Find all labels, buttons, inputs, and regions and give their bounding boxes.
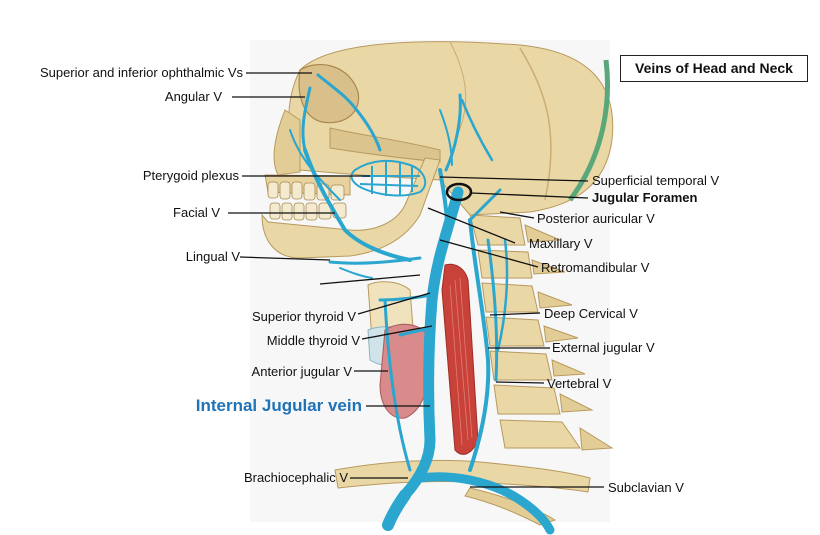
superficial-temporal-vein [444,93,462,172]
label-posterior-auricular: Posterior auricular V [537,211,655,226]
internal-jugular-vein [399,186,464,501]
label-anterior-jugular: Anterior jugular V [251,364,352,379]
label-deep-cervical: Deep Cervical V [544,306,638,321]
ophthalmic-vein [316,73,382,152]
leader-line [357,292,431,315]
middle-thyroid-vein [398,326,434,337]
brachiocephalic-vein [382,489,411,531]
external-jugular-vein [468,218,491,472]
anterior-jugular-vein [383,298,412,472]
label-facial: Facial V [173,205,220,220]
vertebral-vein [486,238,499,382]
leader-line [239,256,331,261]
label-subclavian: Subclavian V [608,480,684,495]
leader-line [361,325,433,340]
cervical-spine [469,214,581,449]
mandible [261,157,441,259]
label-brachiocephalic: Brachiocephalic V [243,470,348,485]
label-jugular-foramen: Jugular Foramen [592,190,698,205]
muscle-fibers [449,277,473,446]
label-middle-thyroid: Middle thyroid V [266,333,360,348]
label-maxillary: Maxillary V [529,236,593,251]
leader-line [499,211,535,219]
lower-teeth [269,202,347,221]
label-lingual: Lingual V [185,249,240,264]
leader-line [495,381,545,384]
leader-line [439,239,539,268]
upper-teeth [267,181,345,201]
lingual-vein [328,256,422,265]
orbit [298,63,360,124]
angular-vein [301,86,312,152]
label-vertebral: Vertebral V [547,376,612,391]
occipital-vessel [567,59,610,202]
spinous-processes [524,224,614,451]
leader-lines [228,72,604,488]
leader-line [439,176,589,182]
label-superficial-temporal: Superficial temporal V [592,173,720,188]
subclavian-vein [415,472,555,535]
temporal-branch [439,109,453,166]
label-angular: Angular V [164,89,222,104]
label-ophthalmic: Superior and inferior ophthalmic Vs [39,65,243,80]
retromandibular-vein [438,168,450,252]
veins [289,73,555,535]
pterygoid-plexus [350,159,427,197]
label-retromandibular: Retromandibular V [541,260,650,275]
diagram-title: Veins of Head and Neck [620,55,808,82]
facial-branch [289,129,341,201]
leader-line [427,207,516,244]
leader-line [319,274,421,285]
label-internal-jugular: Internal Jugular vein [195,396,362,415]
nasal-bone [273,109,301,176]
leader-line [470,192,589,199]
cranial-suture [519,47,552,201]
jugular-foramen-marker [445,182,473,202]
label-external-jugular: External jugular V [552,340,655,355]
leader-line [489,312,541,316]
posterior-auricular-vein [468,188,502,222]
temporal-branch [460,98,494,162]
label-superior-thyroid: Superior thyroid V [251,309,356,324]
zygomatic-arch [329,127,441,163]
deep-cervical-vein [496,238,509,352]
lingual-branch [339,267,373,279]
label-pterygoid: Pterygoid plexus [142,168,239,183]
